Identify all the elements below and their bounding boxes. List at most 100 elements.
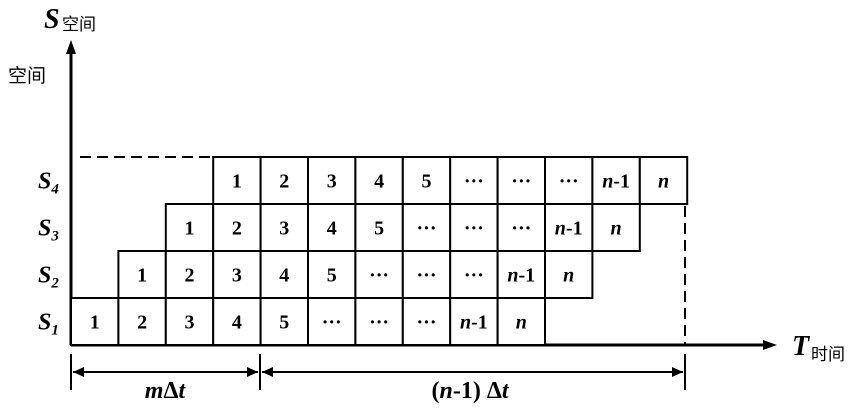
cell-box — [259, 250, 310, 299]
cell-label: ··· — [511, 218, 531, 240]
cell-box — [401, 297, 452, 346]
pipeline-cell: 2 — [212, 203, 262, 252]
cell-label: ··· — [322, 312, 342, 334]
cell-box — [401, 250, 452, 299]
pipeline-cell: n — [496, 297, 547, 346]
pipeline-cell: 5 — [354, 203, 404, 252]
cell-label: 3 — [232, 265, 242, 287]
pipeline-cell: 4 — [212, 297, 262, 346]
cell-label: n-1 — [460, 312, 488, 334]
cell-label: ··· — [416, 218, 436, 240]
x-axis-title-subscript: 时间 — [811, 345, 845, 365]
cell-label: ··· — [369, 312, 389, 334]
cell-box — [212, 156, 262, 205]
cell-box — [259, 156, 310, 205]
cell-label: 5 — [327, 265, 337, 287]
dim-m-arrowhead-left — [73, 367, 84, 377]
cell-label: n-1 — [507, 265, 535, 287]
pipeline-cell: 5 — [307, 250, 357, 299]
dim-n-arrowhead-left — [262, 367, 273, 377]
cell-box — [401, 203, 452, 252]
pipeline-cell: ··· — [401, 203, 452, 252]
cell-label: n-1 — [602, 171, 630, 193]
pipeline-cell: ··· — [449, 203, 499, 252]
pipeline-cell: n-1 — [591, 156, 641, 205]
pipeline-cell: 1 — [117, 250, 167, 299]
dim-m-label: mΔt — [145, 378, 187, 404]
cell-label: 4 — [374, 171, 384, 193]
cell-label: ··· — [416, 265, 436, 287]
cell-label: 1 — [90, 312, 100, 334]
cell-label: 3 — [327, 171, 337, 193]
pipeline-cell: 2 — [164, 250, 215, 299]
cell-label: 3 — [279, 218, 289, 240]
pipeline-cell: n — [591, 203, 641, 252]
cell-label: 2 — [279, 171, 289, 193]
y-axis-title: S — [44, 4, 60, 35]
x-axis-arrowhead — [763, 340, 777, 350]
cell-box — [449, 156, 499, 205]
pipeline-cell: n — [544, 250, 594, 299]
cell-label: 2 — [185, 265, 195, 287]
dim-n-label: (n-1) Δt — [431, 378, 509, 404]
dim-n-arrowhead-right — [672, 367, 683, 377]
cell-label: 1 — [137, 265, 147, 287]
cell-label: ··· — [464, 265, 484, 287]
cell-box — [638, 156, 689, 205]
cell-label: ··· — [464, 218, 484, 240]
pipeline-cell: 3 — [164, 297, 215, 346]
cell-box — [401, 156, 452, 205]
cell-label: 3 — [185, 312, 195, 334]
cell-label: ··· — [559, 171, 579, 193]
stage-label-s1: S1 — [38, 310, 59, 339]
stage-label-s2: S2 — [38, 263, 59, 292]
cell-label: 2 — [232, 218, 242, 240]
pipeline-cell: 3 — [212, 250, 262, 299]
cell-box — [544, 156, 594, 205]
pipeline-cell: ··· — [544, 156, 594, 205]
cell-box — [164, 297, 215, 346]
cell-label: 5 — [279, 312, 289, 334]
pipeline-cell: 2 — [259, 156, 310, 205]
cell-box — [307, 203, 357, 252]
cell-label: n — [563, 265, 574, 287]
pipeline-cell: 3 — [307, 156, 357, 205]
x-axis-title: T — [792, 331, 811, 362]
cell-label: 1 — [185, 218, 195, 240]
stage-label-s4: S4 — [38, 169, 59, 198]
pipeline-cell: n — [638, 156, 689, 205]
cell-label: 2 — [137, 312, 147, 334]
pipeline-cell: n-1 — [544, 203, 594, 252]
pipeline-cell: ··· — [401, 297, 452, 346]
cell-box — [117, 250, 167, 299]
pipeline-cell: ··· — [449, 156, 499, 205]
cell-label: 4 — [279, 265, 289, 287]
cell-box — [307, 156, 357, 205]
cell-box — [449, 297, 499, 346]
pipeline-cell: ··· — [401, 250, 452, 299]
cell-label: 5 — [374, 218, 384, 240]
cell-label: n — [658, 171, 669, 193]
cell-box — [212, 297, 262, 346]
cell-label: n — [611, 218, 622, 240]
pipeline-cell: ··· — [354, 297, 404, 346]
y-axis-side-label: 空间 — [8, 65, 46, 87]
pipeline-cell: ··· — [354, 250, 404, 299]
cell-label: 4 — [327, 218, 337, 240]
cell-box — [307, 297, 357, 346]
cell-box — [212, 203, 262, 252]
cell-box — [354, 250, 404, 299]
cell-box — [259, 203, 310, 252]
dim-m-arrowhead-right — [247, 367, 258, 377]
y-axis-arrowhead — [66, 40, 76, 54]
pipeline-cell: 1 — [164, 203, 215, 252]
pipeline-cell: ··· — [496, 156, 547, 205]
cell-box — [307, 250, 357, 299]
cell-box — [591, 156, 641, 205]
pipeline-cell: 1 — [70, 297, 120, 346]
pipeline-cell: 4 — [259, 250, 310, 299]
pipeline-cell: ··· — [496, 203, 547, 252]
pipeline-cell: n-1 — [496, 250, 547, 299]
